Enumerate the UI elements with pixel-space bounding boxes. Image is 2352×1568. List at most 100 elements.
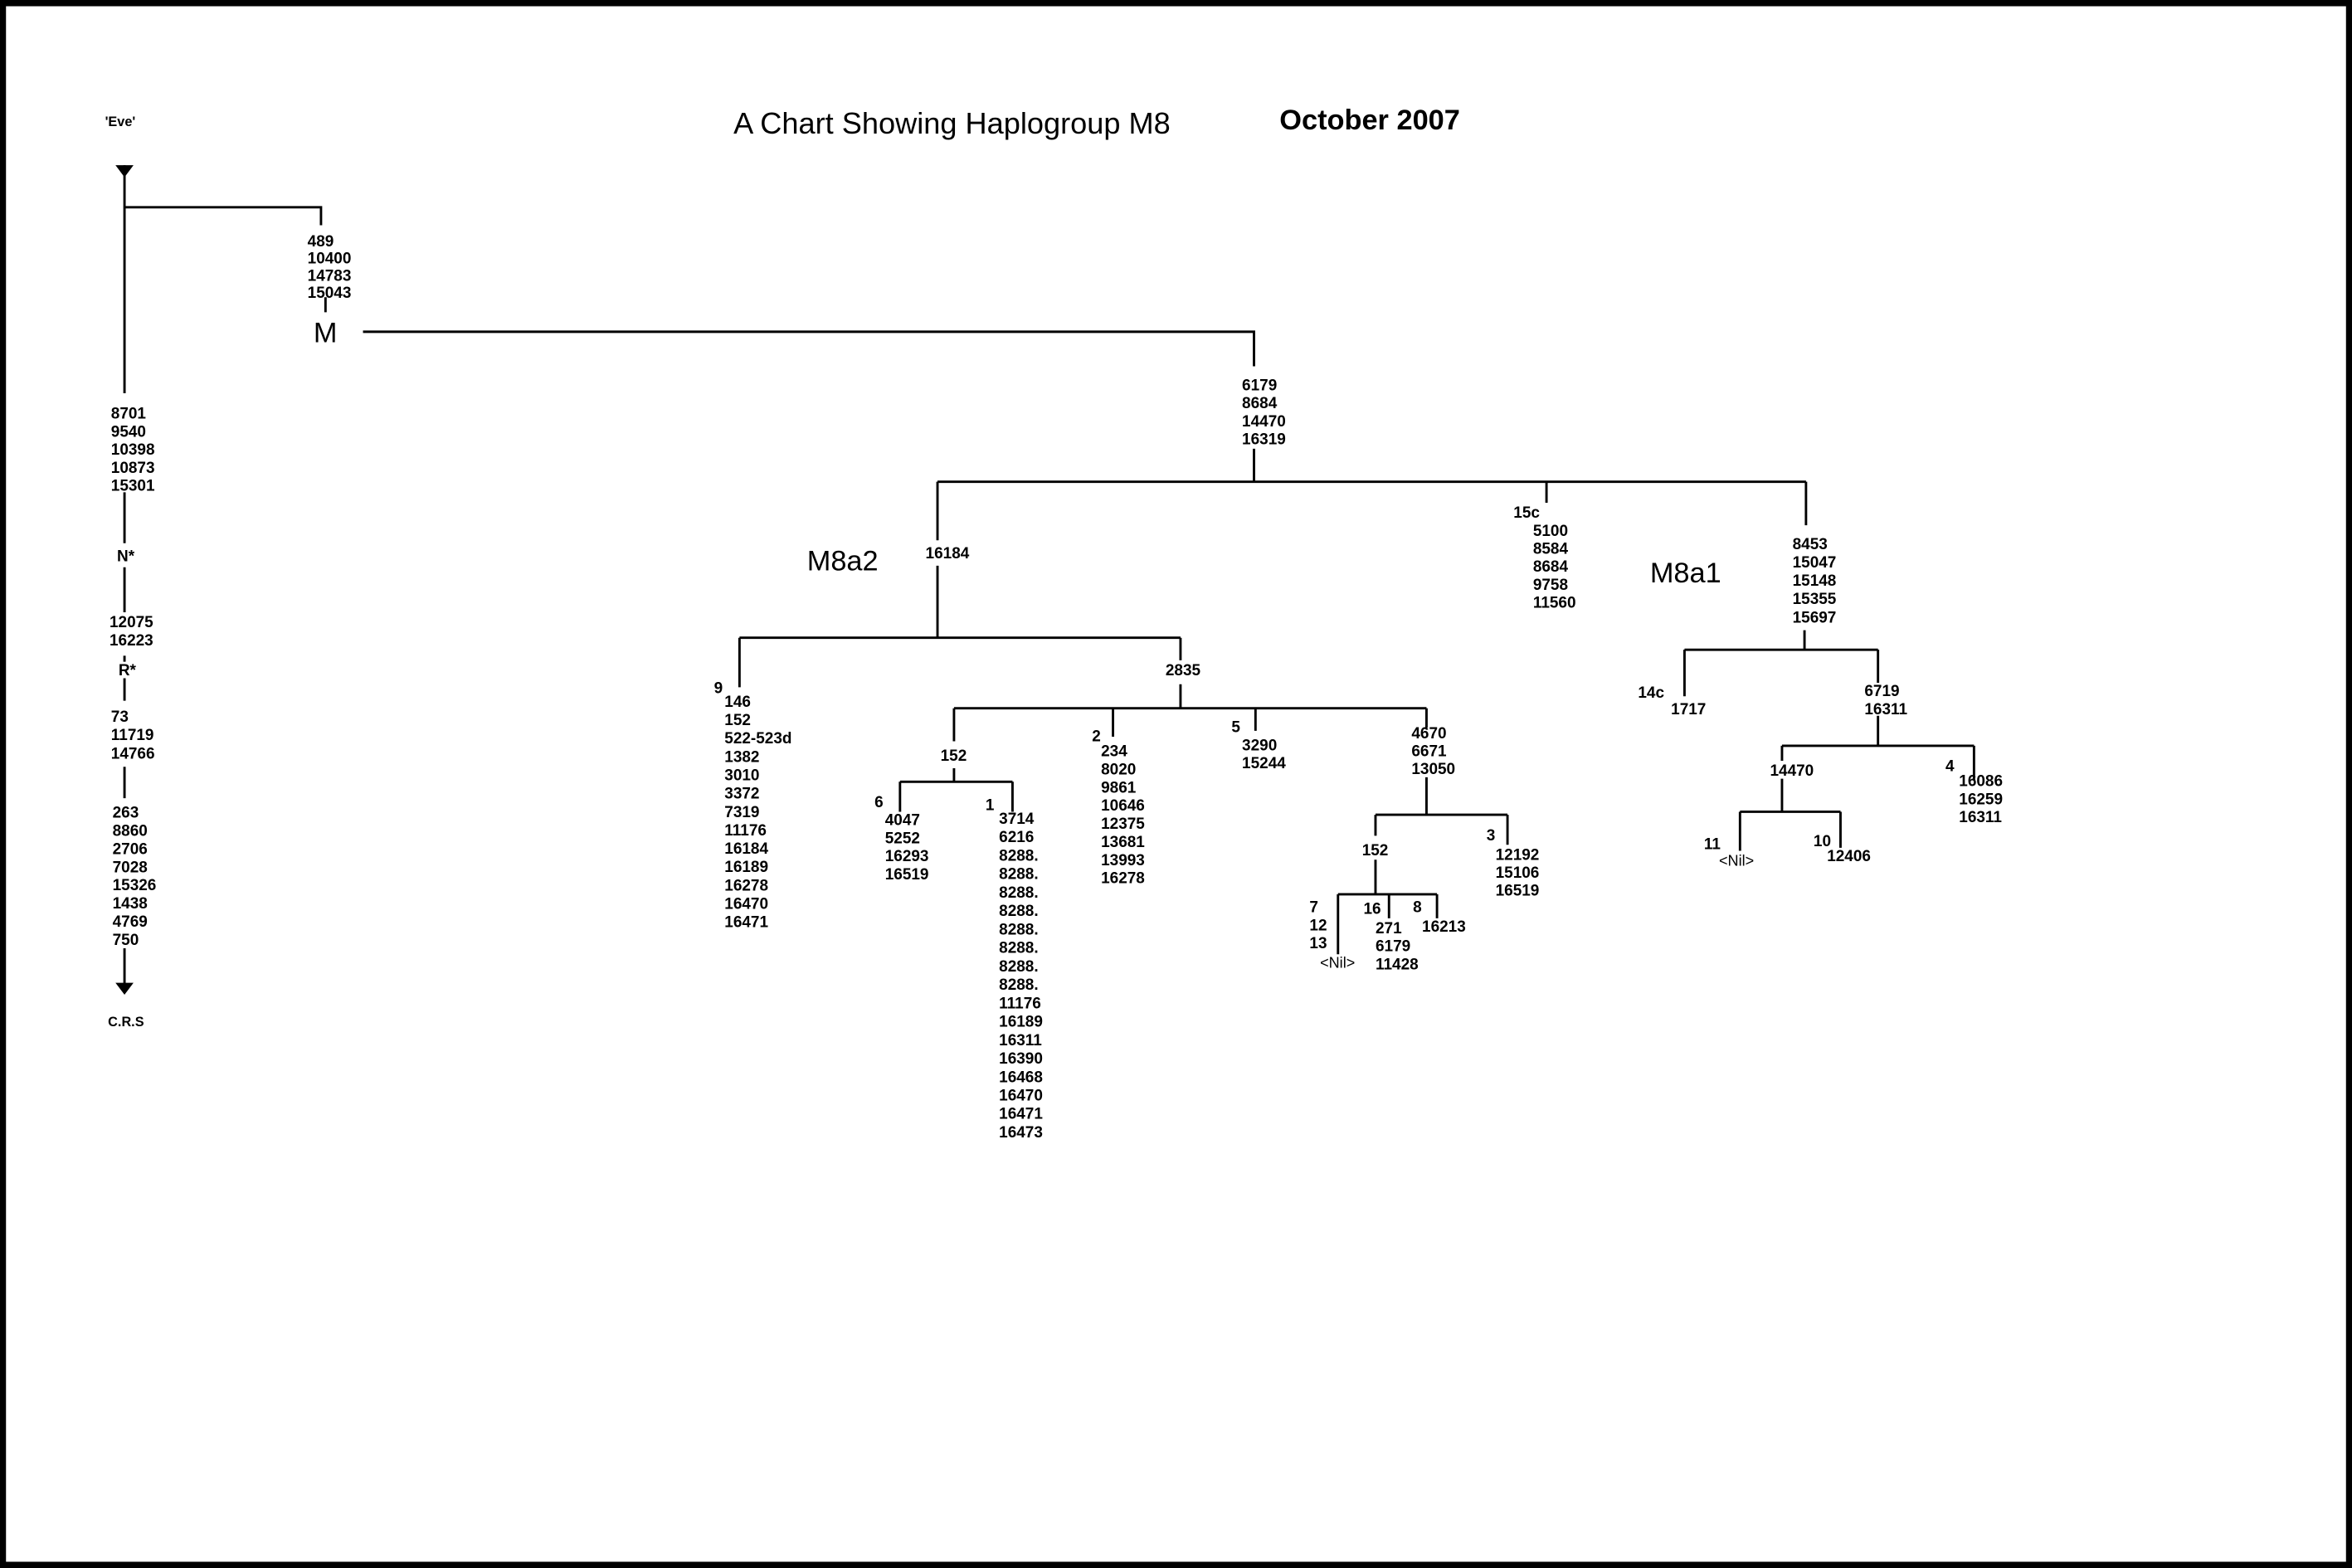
mutation-eve_M: 15043 [308,285,352,302]
mutation-eve_N: 9540 [111,423,146,441]
mutation-M8: 16319 [1242,431,1286,448]
clade-label-M8a2: M8a2 [807,545,879,577]
mutation-s16: 271 [1376,920,1402,937]
mutation-s1: 8288. [999,958,1038,976]
tree-branches [115,165,1975,996]
mutation-s1: 8288. [999,866,1038,884]
mutation-R_down2: 2706 [113,840,148,858]
mutation-eve_N: 15301 [111,478,155,495]
mutation-s9: 16278 [724,877,768,894]
mutation-eve_M: 14783 [308,267,352,285]
mutation-s9: 16184 [724,840,768,858]
subclade-label-s9: 9 [714,680,723,698]
mutation-s1: 16473 [999,1124,1043,1142]
mutation-s2: 8020 [1101,761,1136,778]
clade-label-M: M [314,318,338,349]
mutation-n4670: 4670 [1411,725,1446,743]
mutation-eve_N: 8701 [111,406,147,423]
mutation-n2835: 2835 [1166,662,1201,679]
mutation-s1: 8288. [999,921,1038,938]
mutation-s1: 16189 [999,1014,1043,1031]
mutation-eve_M: 10400 [308,251,352,268]
mutation-R_down2: 1438 [113,895,148,913]
subclade-label-s14c: 14c [1638,684,1664,702]
subclade-label-s15c: 15c [1513,504,1540,522]
mutation-eve_N: 10398 [111,441,155,459]
chart-date: October 2007 [1279,105,1460,136]
mutation-s15c: 9758 [1533,577,1568,594]
subclade-label-s3: 3 [1487,827,1496,845]
mutation-s6: 16519 [885,866,929,884]
down-arrow-icon [115,982,134,996]
mutation-s3: 15106 [1496,864,1540,882]
mutation-s15c: 8684 [1533,558,1569,576]
mutation-s6: 4047 [885,812,920,830]
mutation-R_down2: 263 [113,805,139,822]
mutation-s1: 16468 [999,1069,1043,1086]
mutation-R_down2: 15326 [113,877,157,894]
mutation-N_R: 12075 [110,614,153,631]
mutation-s9: 16470 [724,896,768,913]
mutation-n152b: 152 [1362,842,1389,859]
mutation-s14c: 1717 [1671,701,1706,718]
subclade-label-s2: 2 [1092,728,1101,745]
chart-background [6,6,2346,1562]
mutation-s1: 8288. [999,976,1038,994]
mutation-M8a1: 15047 [1793,554,1837,572]
mutation-M8a1: 15697 [1793,609,1837,626]
mutation-eve_M: 489 [308,233,334,251]
mutation-M8a1: 15148 [1793,572,1837,590]
subclade-label-s8: 8 [1413,899,1422,917]
subclade-label-s10: 10 [1814,833,1831,850]
subclade-label-R_star: R* [119,662,137,679]
mutation-n6719: 16311 [1864,701,1907,718]
mutation-s5: 15244 [1242,755,1286,772]
mutation-R_down2: 7028 [113,859,148,876]
subclade-label-s4: 4 [1945,758,1955,776]
mutation-s2: 234 [1101,743,1127,761]
mutation-s15c: 8584 [1533,540,1569,558]
mutation-s4: 16311 [1959,809,2002,826]
mutation-n152a: 152 [941,747,967,765]
mutation-s1: 6216 [999,829,1034,846]
mutation-N_R: 16223 [110,632,153,650]
mutation-s7: 7 [1309,899,1318,917]
mutation-s9: 11176 [724,822,767,840]
mutation-n6719: 6719 [1864,683,1899,700]
mutation-s1: 8288. [999,940,1038,957]
mutation-s1: 8288. [999,847,1038,864]
mutation-R_down2: 4769 [113,913,148,931]
mutation-s16: 6179 [1376,938,1410,956]
subclade-label-N_star: N* [117,548,135,566]
mutation-M8: 6179 [1242,377,1277,394]
end-label: C.R.S [108,1015,144,1030]
mutation-n14470: 14470 [1770,762,1814,780]
mutation-s9: 1382 [724,748,759,766]
mutation-s7: 13 [1309,935,1327,952]
mutation-M8a2: 16184 [926,545,970,562]
mutation-s1: 16471 [999,1106,1043,1123]
mutation-M8a1: 15355 [1793,591,1837,608]
mutation-s9: 16189 [724,859,768,876]
mutation-s2: 10646 [1101,797,1145,815]
nil-marker-s7: <Nil> [1320,954,1355,971]
clade-label-M8a1: M8a1 [1650,558,1721,589]
mutation-s9: 152 [724,712,751,729]
mutation-n4670: 6671 [1411,743,1447,761]
mutation-s4: 16259 [1959,791,2003,808]
mutation-s1: 16311 [999,1032,1042,1049]
mutation-R_down1: 14766 [111,745,155,762]
subclade-label-s5: 5 [1231,719,1240,737]
mutation-s2: 13681 [1101,834,1145,851]
mutation-s6: 5252 [885,830,920,847]
mutation-s2: 12375 [1101,816,1145,833]
mutation-s2: 16278 [1101,870,1145,888]
mutation-s1: 8288. [999,884,1038,902]
mutation-s1: 16390 [999,1050,1043,1068]
mutation-s15c: 11560 [1533,595,1576,612]
mutation-M8: 14470 [1242,413,1286,431]
nil-marker-s11: <Nil> [1719,853,1754,869]
